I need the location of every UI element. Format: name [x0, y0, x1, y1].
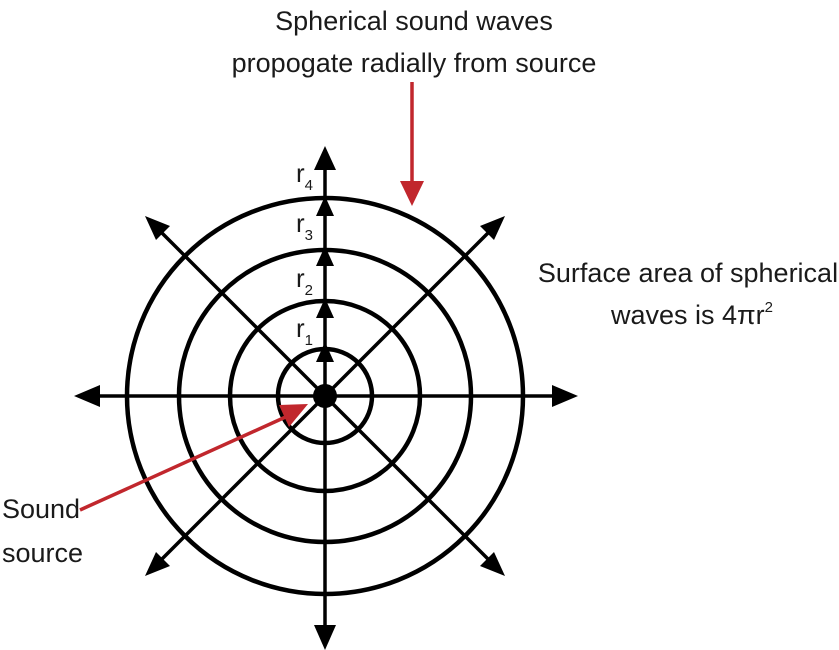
arrowhead-left	[74, 385, 100, 407]
radius-letter-r4: r	[296, 158, 305, 188]
title-callout: Spherical sound waves propogate radially…	[232, 6, 597, 78]
sound-source-dot	[313, 384, 337, 408]
sound-source-line-1: Sound	[2, 494, 80, 524]
surface-area-line-2: waves is 4πr2	[610, 299, 773, 330]
title-callout-arrow	[400, 82, 424, 206]
surface-area-callout: Surface area of spherical waves is 4πr2	[538, 258, 838, 330]
sound-source-callout: Sound source	[2, 404, 308, 568]
arrowhead-up	[314, 146, 336, 170]
radius-subscript-3: 3	[305, 227, 313, 244]
title-arrow-head	[400, 181, 424, 206]
wavefront-arrowheads	[316, 196, 334, 362]
surface-area-exponent: 2	[765, 299, 773, 316]
surface-area-formula: waves is 4πr	[610, 300, 765, 330]
arrowhead-down	[314, 625, 336, 650]
radius-letter-r1: r	[296, 313, 305, 343]
arrowhead-r2	[316, 298, 334, 318]
radius-label-r2: r2	[296, 263, 313, 299]
arrowhead-r4	[316, 196, 334, 216]
sound-source-arrow-shaft	[79, 413, 291, 512]
arrowhead-down-right	[480, 552, 505, 576]
radius-subscript-4: 4	[305, 177, 313, 194]
arrowhead-up-right	[480, 216, 505, 240]
title-line-2: propogate radially from source	[232, 48, 597, 78]
radius-label-r3: r3	[296, 208, 313, 244]
arrowhead-r1	[316, 342, 334, 362]
arrowhead-right	[552, 385, 578, 407]
arrowhead-down-left	[145, 552, 170, 576]
radius-subscript-1: 1	[305, 332, 313, 349]
sound-source-line-2: source	[2, 538, 83, 568]
radius-label-r1: r1	[296, 313, 313, 349]
arrowhead-up-left	[145, 216, 170, 240]
radius-labels: r1 r2 r3 r4	[296, 158, 313, 349]
surface-area-line-1: Surface area of spherical	[538, 258, 838, 288]
radius-letter-r2: r	[296, 263, 305, 293]
radius-letter-r3: r	[296, 208, 305, 238]
sound-source-arrow-head	[279, 404, 308, 427]
radius-subscript-2: 2	[305, 282, 313, 299]
radius-label-r4: r4	[296, 158, 313, 194]
arrowhead-r3	[316, 246, 334, 266]
outer-arrowheads	[74, 146, 578, 650]
title-line-1: Spherical sound waves	[275, 6, 553, 36]
